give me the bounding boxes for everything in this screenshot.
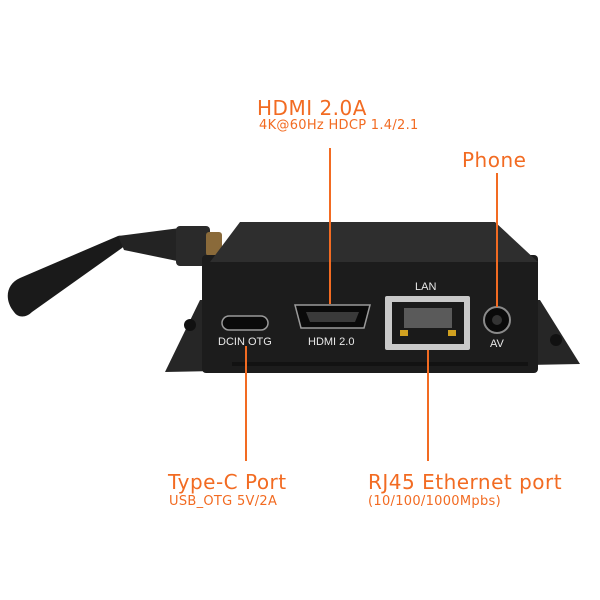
phone-leader-line [496, 173, 498, 307]
device-top [210, 222, 538, 262]
dcin-otg-port-label: DCIN OTG [218, 336, 272, 348]
typec-port [221, 315, 269, 331]
antenna [7, 226, 222, 317]
hdmi-callout-title: HDMI 2.0A [257, 96, 367, 120]
typec-callout-subtitle: USB_OTG 5V/2A [169, 494, 278, 509]
hdmi-leader-line [329, 148, 331, 304]
rj45-callout-title: RJ45 Ethernet port [368, 470, 563, 494]
hdmi-port-label: HDMI 2.0 [308, 336, 355, 348]
rj45-leader-line [427, 350, 429, 461]
phone-callout-title: Phone [462, 148, 527, 172]
lan-port-label: LAN [415, 281, 437, 293]
typec-callout-title: Type-C Port [168, 470, 287, 494]
av-port-label: AV [490, 338, 504, 350]
hdmi-callout-subtitle: 4K@60Hz HDCP 1.4/2.1 [259, 118, 419, 133]
rj45-callout-subtitle: (10/100/1000Mpbs) [368, 494, 501, 509]
typec-leader-line [245, 346, 247, 461]
